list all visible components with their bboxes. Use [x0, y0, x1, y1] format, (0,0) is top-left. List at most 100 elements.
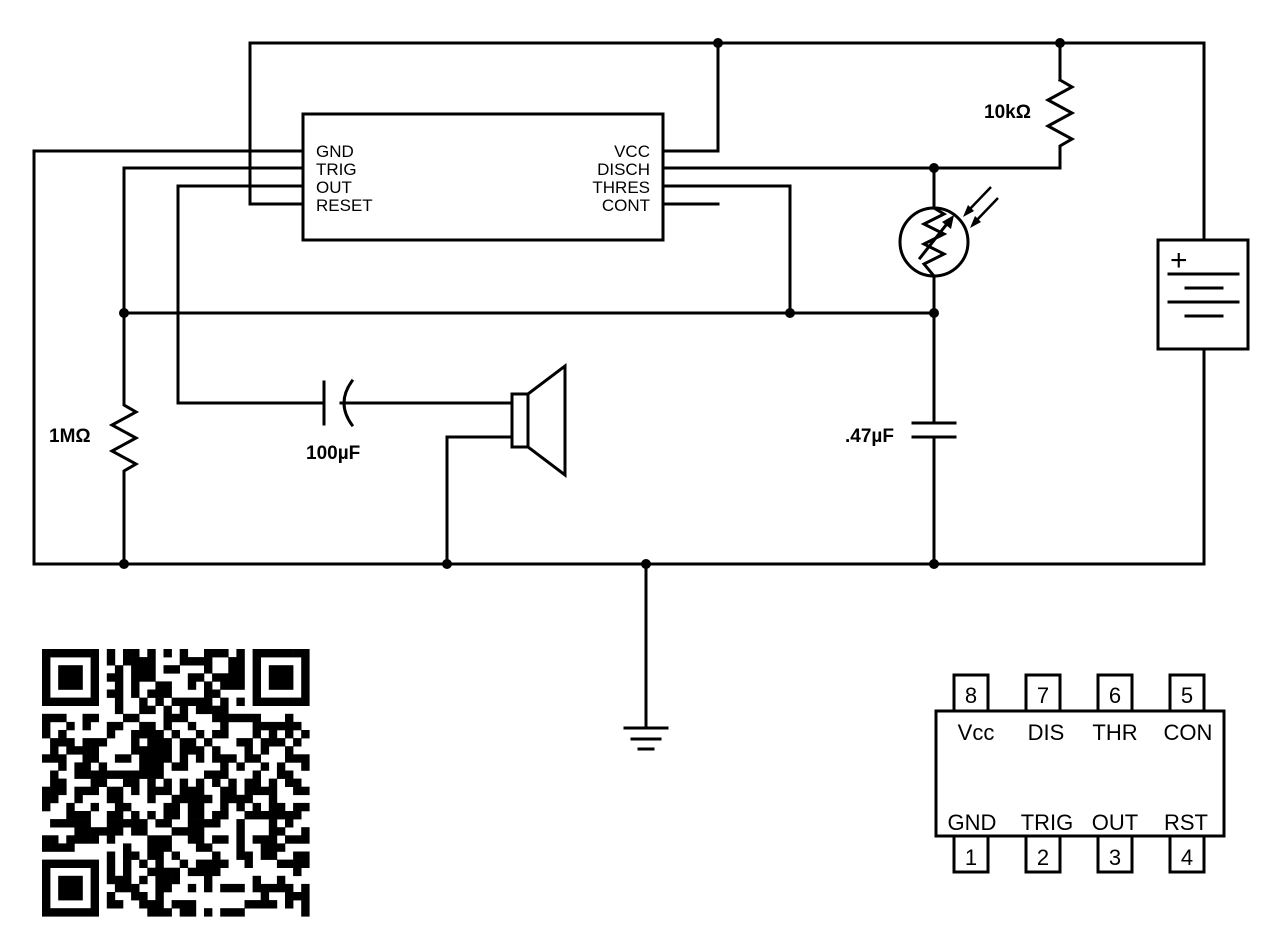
qr-module — [82, 762, 91, 771]
qr-module — [212, 811, 221, 820]
qr-module — [220, 786, 229, 796]
ic-body — [301, 112, 665, 242]
qr-module — [285, 721, 294, 731]
qr-module — [98, 770, 108, 779]
qr-module — [187, 673, 197, 682]
qr-module — [106, 900, 116, 909]
package-body — [934, 709, 1226, 838]
qr-module — [131, 657, 140, 666]
qr-module — [285, 883, 294, 893]
qr-module — [285, 770, 294, 779]
ic-pin-vcc: VCC — [614, 142, 650, 161]
package-pin-number: 1 — [965, 845, 977, 870]
timer-ic: GND TRIG OUT RESET VCC DISCH THRES CONT — [301, 112, 665, 242]
qr-module — [106, 851, 116, 860]
qr-module — [155, 689, 164, 698]
package-pin-box — [952, 834, 990, 874]
qr-module — [195, 802, 205, 812]
package-pin-number: 2 — [1037, 845, 1049, 870]
qr-module — [179, 657, 189, 666]
qr-module — [187, 908, 197, 917]
qr-module — [106, 827, 116, 836]
qr-module — [171, 713, 180, 723]
qr-module — [66, 746, 75, 755]
qr-module — [179, 786, 189, 796]
resistor-10k-label: 10kΩ — [984, 102, 1031, 123]
junction-dot — [119, 559, 129, 569]
qr-module — [236, 883, 245, 893]
package-pin-name: RST — [1164, 810, 1208, 835]
qr-module — [82, 713, 91, 723]
package-pin-number: 8 — [965, 683, 977, 708]
qr-module — [244, 738, 253, 747]
qr-module — [74, 770, 83, 779]
qr-module — [187, 835, 197, 844]
qr-module — [123, 875, 132, 885]
qr-module — [114, 681, 124, 690]
qr-module — [236, 738, 245, 747]
qr-module — [220, 730, 229, 739]
qr-module — [106, 673, 116, 682]
qr-module — [204, 681, 213, 690]
qr-module — [155, 819, 164, 828]
qr-module — [301, 883, 310, 893]
qr-module — [66, 721, 75, 731]
qr-module — [163, 754, 172, 763]
qr-module — [252, 770, 261, 779]
qr-module — [301, 730, 310, 739]
qr-module — [66, 892, 75, 901]
battery-box — [1156, 238, 1250, 351]
qr-module — [220, 721, 229, 731]
qr-module — [90, 713, 99, 723]
speaker-magnet — [510, 392, 530, 449]
qr-module — [155, 851, 164, 860]
qr-module — [268, 811, 278, 820]
qr-module — [276, 875, 286, 885]
qr-module — [236, 835, 245, 844]
qr-module — [276, 770, 286, 779]
qr-module — [106, 859, 116, 868]
package-pin-name: CON — [1164, 720, 1213, 745]
qr-module — [123, 851, 132, 860]
qr-module — [66, 835, 75, 844]
qr-module — [82, 697, 91, 706]
qr-module — [187, 738, 197, 747]
qr-module — [301, 892, 310, 901]
junction-dot — [713, 38, 723, 48]
qr-module — [163, 883, 172, 893]
package-pin-box — [1024, 673, 1062, 713]
qr-module — [285, 730, 294, 739]
qr-module — [58, 762, 67, 771]
qr-module — [179, 859, 189, 868]
qr-module — [276, 681, 286, 690]
qr-module — [187, 697, 197, 706]
qr-module — [252, 778, 261, 787]
qr-module — [163, 811, 172, 820]
qr-module — [58, 730, 67, 739]
qr-module — [58, 819, 67, 828]
qr-module — [204, 649, 213, 658]
qr-module — [58, 738, 67, 747]
qr-module — [260, 900, 270, 909]
qr-module — [90, 908, 99, 917]
qr-module — [66, 908, 75, 917]
junction-dot — [929, 559, 939, 569]
qr-module — [90, 883, 99, 893]
qr-module — [285, 811, 294, 820]
qr-module — [204, 705, 213, 715]
qr-module — [285, 819, 294, 828]
qr-module — [155, 786, 164, 796]
qr-module — [131, 665, 140, 674]
qr-module — [42, 875, 51, 885]
qr-module — [293, 835, 302, 844]
qr-module — [268, 673, 278, 682]
qr-module — [276, 721, 286, 731]
qr-module — [236, 827, 245, 836]
qr-module — [42, 665, 51, 674]
qr-module — [285, 649, 294, 658]
junction-dot — [929, 163, 939, 173]
qr-module — [228, 673, 237, 682]
package-pin-box — [952, 673, 990, 713]
qr-module — [90, 689, 99, 698]
qr-module — [228, 754, 237, 763]
